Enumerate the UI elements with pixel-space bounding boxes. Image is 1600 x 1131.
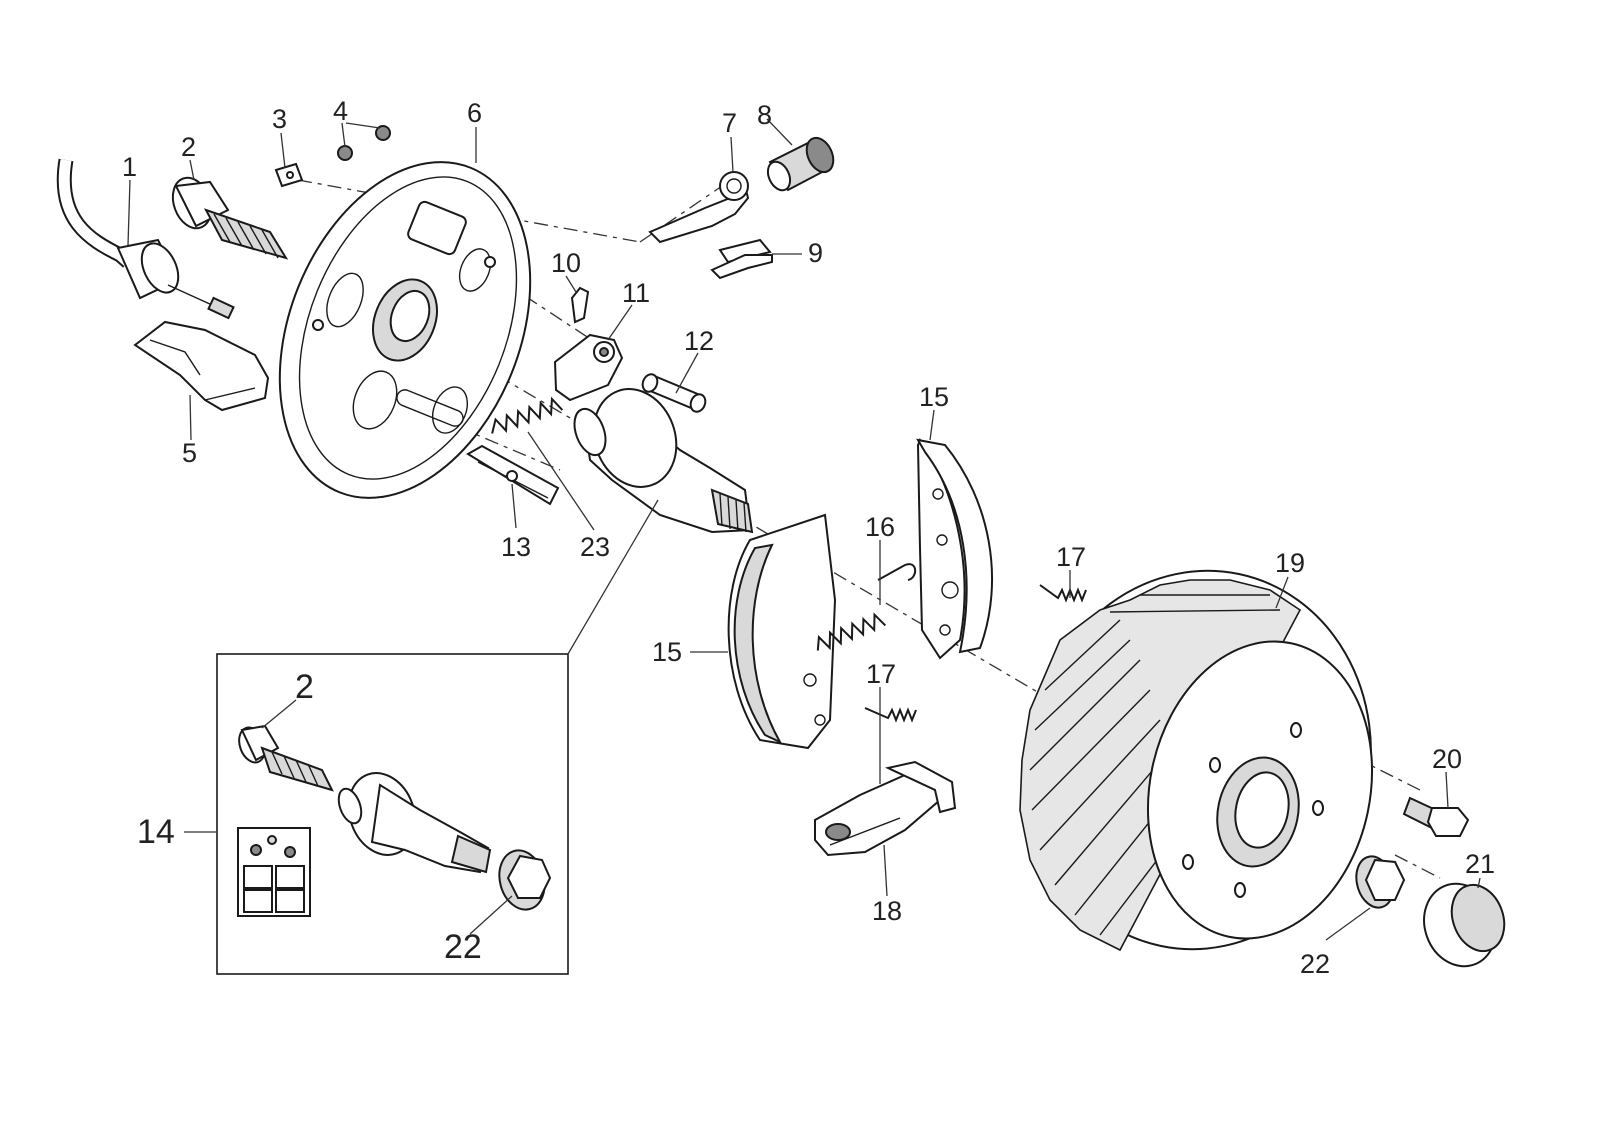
- callout-4: 4: [333, 96, 348, 126]
- callout-8: 8: [757, 100, 772, 130]
- cable-guide-bracket: [133, 320, 270, 412]
- callout-7: 7: [722, 108, 737, 138]
- hold-down-spring-upper: [1039, 584, 1087, 603]
- brake-cable: [56, 158, 235, 320]
- callout-9: 9: [808, 238, 823, 268]
- callout-22-main: 22: [1300, 949, 1330, 979]
- hub-nut: [1355, 855, 1406, 909]
- callout-14: 14: [137, 813, 175, 851]
- brake-adjuster: [814, 760, 957, 857]
- split-pin: [570, 286, 590, 324]
- brake-lever: [648, 171, 772, 264]
- callout-11: 11: [622, 278, 650, 308]
- callout-21: 21: [1465, 849, 1495, 879]
- callout-3: 3: [272, 104, 287, 134]
- brake-shoe-rear: [916, 437, 994, 660]
- callout-5: 5: [182, 438, 197, 468]
- hub-cap: [1423, 882, 1506, 968]
- callout-15-lower: 15: [652, 637, 682, 667]
- brake-shoe-front: [727, 513, 837, 750]
- callout-12: 12: [684, 326, 714, 356]
- callout-15-upper: 15: [919, 382, 949, 412]
- callout-13: 13: [501, 532, 531, 562]
- callout-17-upper: 17: [1056, 542, 1086, 572]
- callout-2: 2: [181, 132, 196, 162]
- stub-axle: [573, 388, 754, 534]
- callout-20: 20: [1432, 744, 1462, 774]
- callout-2-inset: 2: [295, 668, 314, 706]
- brake-drum: [1019, 569, 1374, 952]
- pivot-pin: [641, 373, 707, 413]
- callout-1: 1: [122, 152, 137, 182]
- bushing-sleeve: [766, 136, 835, 192]
- callout-leader-lines: [127, 118, 1481, 941]
- brake-back-plate: [278, 161, 532, 499]
- axle-kit-inset: [216, 499, 659, 975]
- callout-17-lower: 17: [866, 659, 896, 689]
- axle-bolt: [171, 176, 289, 260]
- callout-6: 6: [467, 98, 482, 128]
- lever-clip: [710, 254, 773, 280]
- callout-19: 19: [1275, 548, 1305, 578]
- callout-18: 18: [872, 896, 902, 926]
- wheel-bolt: [1402, 796, 1470, 837]
- callout-23: 23: [580, 532, 610, 562]
- expander-lever: [553, 333, 624, 402]
- small-nuts: [337, 125, 391, 161]
- retaining-clip: [274, 162, 304, 188]
- coil-spring-small: [491, 396, 564, 434]
- callout-16: 16: [865, 512, 895, 542]
- callout-labels: 1 2 3 4 5 6 7 8 9 10 11 12 13 14 15 15 1…: [122, 96, 1495, 979]
- callout-10: 10: [551, 248, 581, 278]
- hold-down-spring-lower: [864, 707, 917, 723]
- adjuster-slide: [466, 444, 560, 506]
- return-spring-long: [816, 563, 917, 651]
- callout-22-inset: 22: [444, 928, 482, 966]
